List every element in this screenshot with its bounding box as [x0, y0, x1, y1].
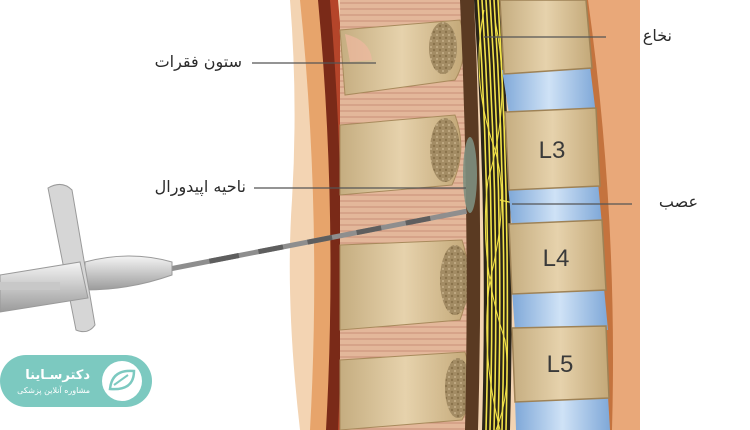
- epidural-needle: [171, 208, 468, 271]
- leader-lines: [252, 36, 632, 205]
- intervertebral-discs: [502, 66, 610, 430]
- label-epidural-region: ناحیه اپیدورال: [154, 177, 246, 196]
- vertebra-l5: [511, 325, 610, 403]
- vertebra-l4: [508, 219, 607, 295]
- brand-logo: [0, 355, 152, 407]
- label-spinal-cord: نخاع: [642, 26, 672, 45]
- syringe-wing: [47, 184, 96, 333]
- vertebra-label-l3: L3: [539, 137, 566, 164]
- label-nerve: عصب: [658, 192, 698, 211]
- vertebra-label-l4: L4: [543, 245, 570, 272]
- leaf-icon: [108, 369, 136, 391]
- nerve-fibers: [477, 0, 546, 430]
- ligamentum-flavum: [460, 0, 481, 430]
- logo-name: دکترسـاینا: [25, 368, 90, 383]
- vertebra-label-l5: L5: [547, 351, 574, 378]
- epidural-space-highlight: [463, 137, 477, 213]
- label-spinal-column: ستون فقرات: [154, 52, 242, 71]
- vertebra-l3: [504, 107, 601, 191]
- needle-hub: [84, 255, 173, 291]
- logo-tagline: مشاوره آنلاین پزشکی: [17, 386, 90, 395]
